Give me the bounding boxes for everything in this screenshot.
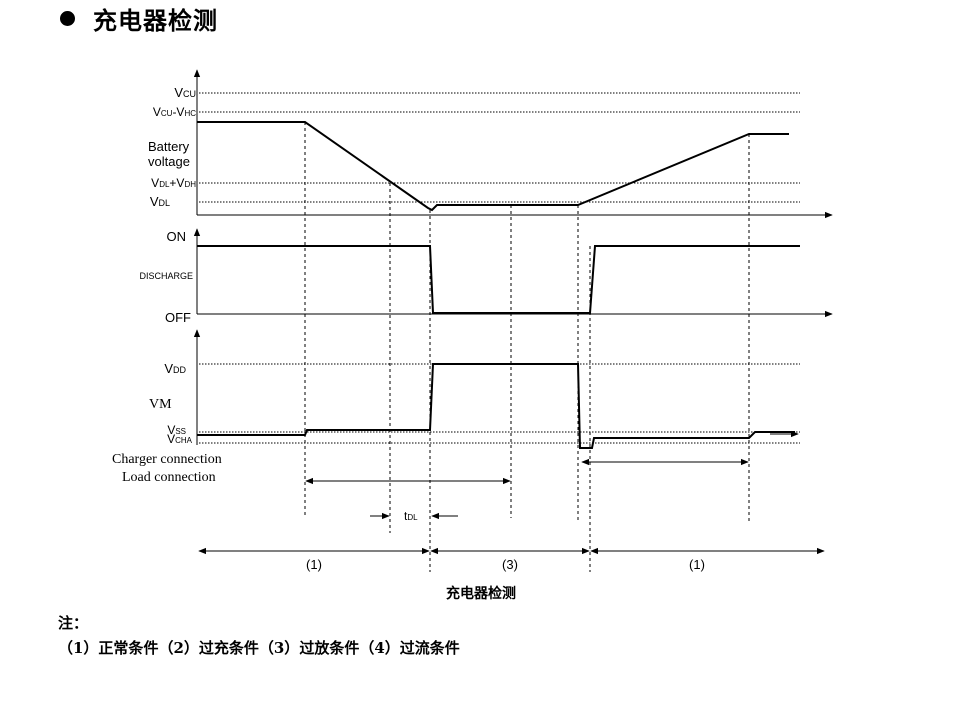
reference-lines-vm xyxy=(199,363,800,444)
vm-waveform xyxy=(197,363,795,449)
discharge-waveform xyxy=(197,245,800,314)
waveforms xyxy=(197,121,800,449)
battery-voltage-label-1: Battery xyxy=(148,139,190,154)
vdl-vdh-label: VDL+VDH xyxy=(151,176,196,190)
serif-labels: VM Charger connection Load connection xyxy=(112,397,222,485)
period-1-left-label: (1) xyxy=(306,557,322,572)
battery-voltage-label-2: voltage xyxy=(148,154,190,169)
note-label: 注： xyxy=(58,614,89,632)
axes xyxy=(193,69,833,445)
off-label: OFF xyxy=(165,310,191,325)
vcu-vhc-label: VCU-VHC xyxy=(153,105,196,119)
bullet-icon xyxy=(60,10,75,26)
charger-connection-label: Charger connection xyxy=(112,452,222,467)
load-connection-label: Load connection xyxy=(122,470,216,485)
vertical-guides xyxy=(304,122,750,572)
figure-caption: 充电器检测 xyxy=(446,586,516,602)
vm-label: VM xyxy=(149,397,172,412)
vcu-label: VCU xyxy=(174,85,196,100)
note-body: （1）正常条件（2）过充条件（3）过放条件（4）过流条件 xyxy=(58,639,460,657)
discharge-label: DISCHARGE xyxy=(139,271,193,281)
battery-voltage-waveform xyxy=(197,121,789,212)
connection-arrows xyxy=(305,458,749,520)
left-labels: VCU VCU-VHC Battery voltage VDL+VDH VDL … xyxy=(139,85,704,572)
tdl-label: tDL xyxy=(404,509,418,523)
on-label: ON xyxy=(167,229,187,244)
heading-text: 充电器检测 xyxy=(93,6,218,35)
period-1-right-label: (1) xyxy=(689,557,705,572)
vdd-label: VDD xyxy=(164,361,186,376)
section-heading: 充电器检测 xyxy=(60,2,218,35)
period-3-label: (3) xyxy=(502,557,518,572)
reference-lines-battery xyxy=(199,92,800,203)
vss-label: VSS xyxy=(167,423,186,437)
vcha-label: VCHA xyxy=(167,432,193,446)
vdl-label: VDL xyxy=(150,194,170,209)
